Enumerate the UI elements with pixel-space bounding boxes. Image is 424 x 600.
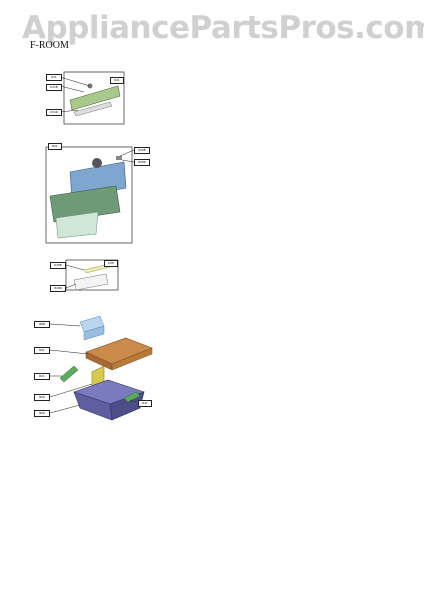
callout-label: D31B [46,84,62,91]
callout-label: B8N [34,321,50,328]
leader-line [65,264,85,271]
leader-line [59,85,85,93]
callout-label: B21 [138,400,152,407]
callout-label: D31N [46,109,62,116]
leader-line [49,404,81,414]
callout-label: D20B [134,147,150,154]
leader-line [129,399,137,403]
assembly-group-4 [49,315,153,421]
knob-part [92,158,102,168]
grey-rail-part [73,101,113,117]
leader-line [65,283,77,289]
callout-label: B20 [34,410,50,417]
leader-line [119,149,135,157]
callout-label: B30N [134,159,150,166]
group-3-frame [65,259,119,291]
group-2-frame [45,146,133,244]
callout-label: B21 [34,373,50,380]
leader-line [59,76,91,87]
green-tray-part [49,185,121,223]
green-strip-left [59,365,79,383]
leader-line [121,159,135,163]
callout-label: B21 [48,143,62,150]
assembly-group-2 [45,146,135,244]
orange-tray-front [111,347,153,371]
assembly-group-3 [65,259,119,291]
leader-line [49,323,81,327]
white-bracket-part [73,273,109,291]
cream-strip-part [83,263,111,274]
light-green-insert [55,211,99,239]
watermark: AppliancePartsPros.com [22,10,424,46]
callout-label: B20 [34,394,50,401]
group-1-frame [63,71,125,125]
small-clip-part [116,156,122,160]
callout-label: B21 [34,347,50,354]
section-title: F-ROOM [30,40,69,51]
leader-line [49,349,89,355]
callout-label: D20B [50,262,66,269]
assembly-group-1 [59,71,125,125]
callout-label: D21 [110,77,124,84]
leader-line [49,383,93,398]
leader-line [59,109,79,113]
callout-label: D31 [46,74,62,81]
green-cover-part [69,85,121,111]
light-blue-box-side [83,325,105,341]
callout-label: D20 [104,260,118,267]
callout-label: B20N [50,285,66,292]
green-strip-right [123,391,141,403]
